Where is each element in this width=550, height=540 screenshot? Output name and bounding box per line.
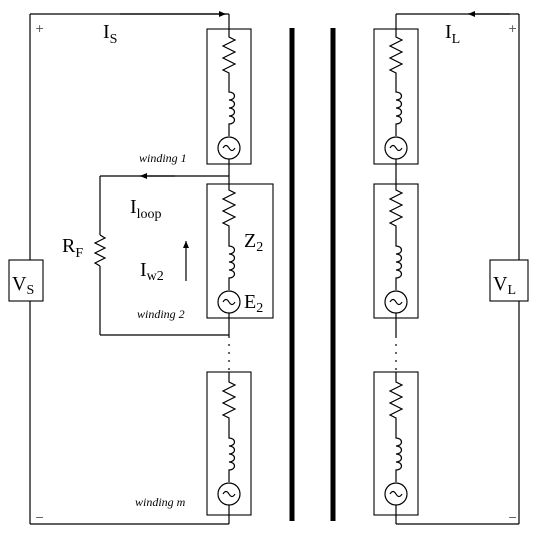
fault-resistor-label: RF bbox=[62, 235, 83, 261]
secondary-winding-1 bbox=[373, 28, 419, 165]
load-voltage-box bbox=[489, 259, 529, 302]
primary-winding-m bbox=[206, 371, 252, 516]
secondary-winding-m bbox=[373, 371, 419, 516]
source-minus-sign: − bbox=[35, 511, 44, 524]
load-current-label: IL bbox=[445, 21, 460, 47]
source-voltage-box bbox=[8, 259, 44, 302]
load-minus-sign: − bbox=[508, 511, 517, 524]
load-voltage-label: VL bbox=[493, 273, 516, 298]
winding-current-label: Iw2 bbox=[140, 259, 164, 284]
secondary-wiring bbox=[395, 13, 520, 525]
secondary-winding-2 bbox=[373, 183, 419, 319]
source-plus-sign: + bbox=[35, 22, 44, 35]
fault-resistor-icon bbox=[93, 234, 107, 267]
primary-wiring bbox=[29, 13, 230, 525]
impedance-label: Z2 bbox=[244, 230, 263, 255]
loop-current-label: Iloop bbox=[130, 196, 162, 222]
winding-1-label: winding 1 bbox=[139, 151, 187, 165]
source-current-label: IS bbox=[103, 21, 117, 47]
source-voltage-label: VS bbox=[12, 273, 34, 298]
primary-winding-2 bbox=[206, 183, 274, 319]
primary-winding-1 bbox=[206, 28, 252, 165]
winding-2-label: winding 2 bbox=[137, 307, 185, 321]
emf-label: E2 bbox=[244, 291, 263, 316]
load-plus-sign: + bbox=[508, 22, 517, 35]
winding-m-label: winding m bbox=[135, 495, 186, 509]
